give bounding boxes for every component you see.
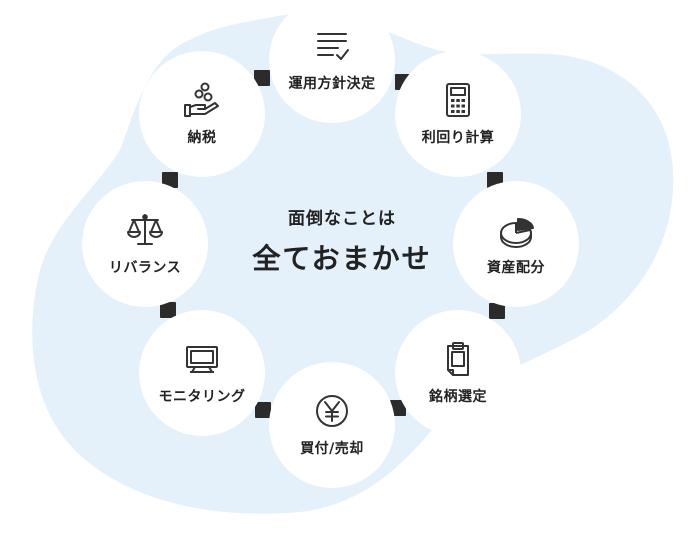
calculator-icon xyxy=(439,81,477,119)
clipboard-icon xyxy=(439,340,477,378)
step-label: モニタリング xyxy=(158,389,246,405)
balance-scale-icon xyxy=(126,211,164,249)
step-label: 銘柄選定 xyxy=(429,389,487,405)
step-label: 利回り計算 xyxy=(421,130,495,146)
step-label: 納税 xyxy=(187,130,217,146)
step-label: 資産配分 xyxy=(487,260,545,276)
checklist-icon xyxy=(313,27,351,65)
step-tax-payment: 納税 xyxy=(139,51,265,177)
connector xyxy=(489,303,505,319)
step-buy-sell: 買付/売却 xyxy=(269,362,395,488)
monitor-icon xyxy=(183,340,221,378)
connector xyxy=(254,70,270,86)
center-caption: 面倒なことは 全ておまかせ xyxy=(237,204,447,277)
step-label: 買付/売却 xyxy=(300,441,364,457)
pie-chart-icon xyxy=(497,211,535,249)
center-title: 全ておまかせ xyxy=(252,242,432,275)
coins-hand-icon xyxy=(183,81,221,119)
step-asset-allocation: 資産配分 xyxy=(453,181,579,307)
step-rebalance: リバランス xyxy=(82,181,208,307)
yen-coin-icon xyxy=(313,392,351,430)
connector xyxy=(390,400,406,416)
connector xyxy=(160,302,176,318)
step-label: 運用方針決定 xyxy=(288,76,376,92)
step-stock-selection: 銘柄選定 xyxy=(395,310,521,436)
step-monitoring: モニタリング xyxy=(139,310,265,436)
step-policy: 運用方針決定 xyxy=(269,0,395,123)
connector xyxy=(255,402,271,418)
center-subtitle: 面倒なことは xyxy=(288,209,396,229)
step-label: リバランス xyxy=(108,260,182,276)
step-yield-calculation: 利回り計算 xyxy=(395,51,521,177)
